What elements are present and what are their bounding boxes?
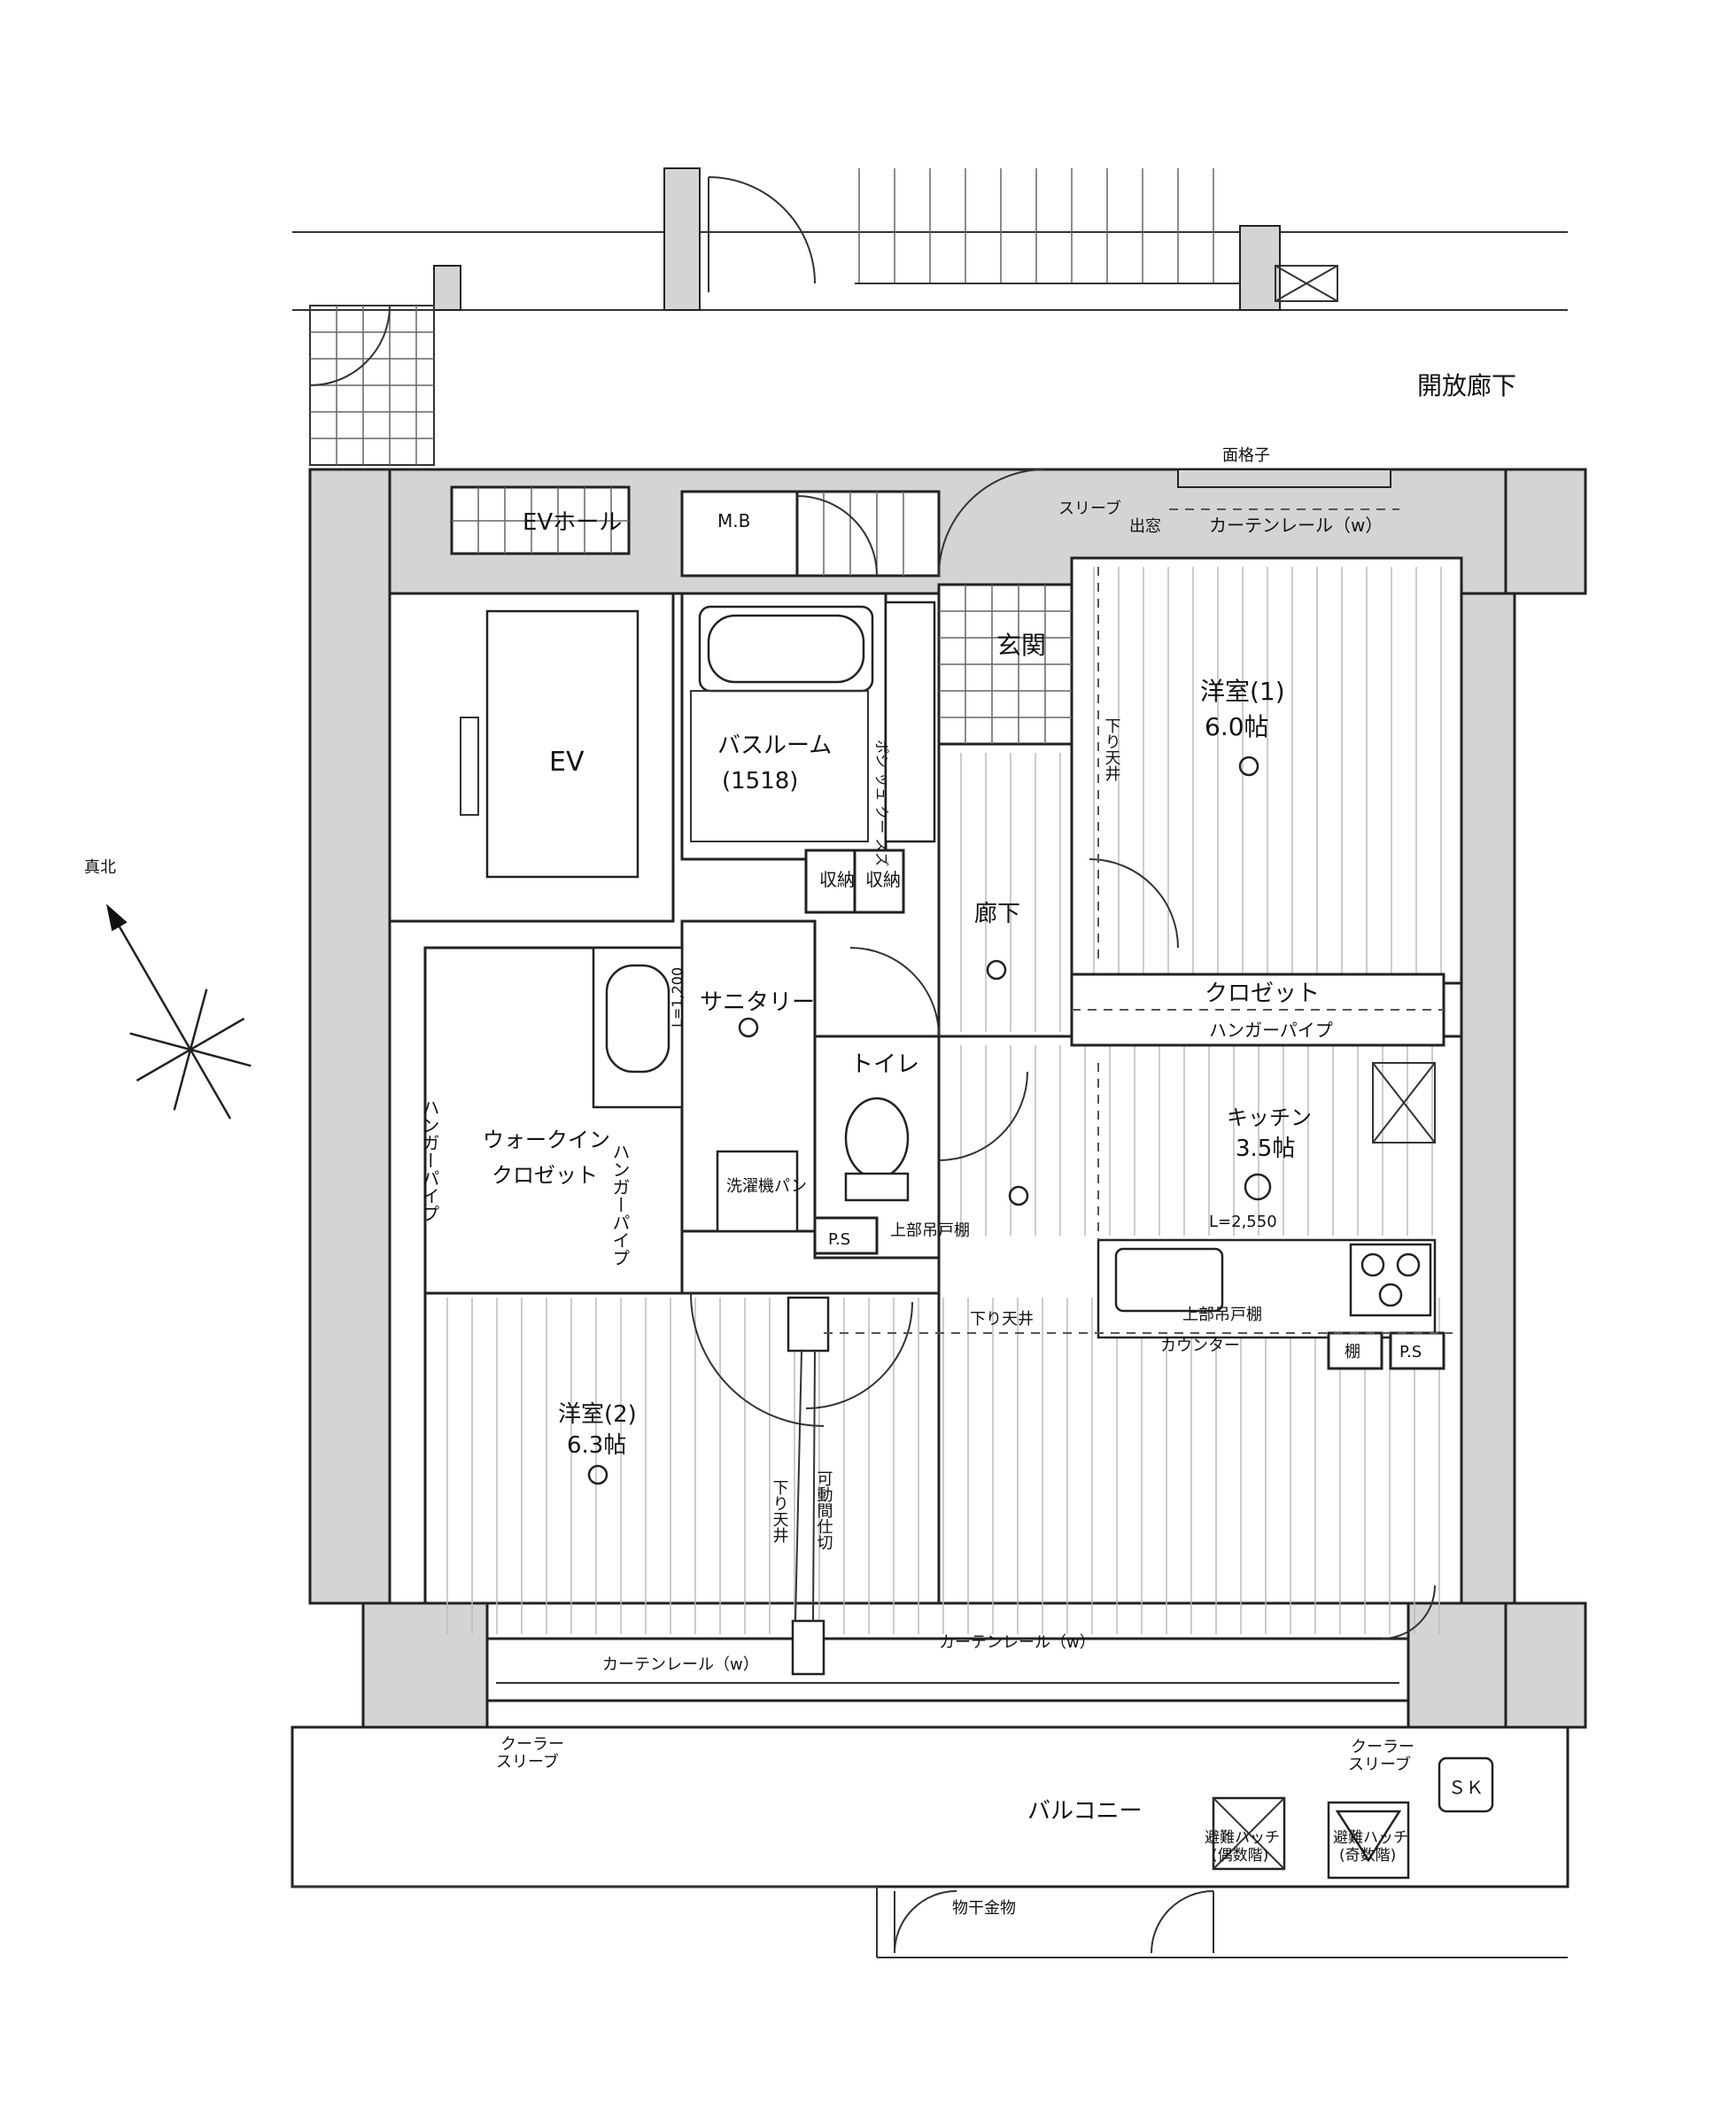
sanitary-length-label: L=1,200 bbox=[669, 967, 686, 1027]
kitchen-size-label: 3.5帖 bbox=[1236, 1136, 1295, 1162]
walk-in-closet-label-2: クロゼット bbox=[492, 1163, 598, 1188]
walk-in-closet-label-1: ウォークイン bbox=[483, 1128, 610, 1152]
western-room-1-size: 6.0帖 bbox=[1205, 712, 1269, 741]
western-room-1-name: 洋室(1) bbox=[1200, 677, 1285, 706]
curtain-rail-top-label: カーテンレール（w） bbox=[1209, 515, 1383, 536]
western-room-2-size: 6.3帖 bbox=[567, 1432, 626, 1459]
partition-bottom bbox=[791, 1619, 825, 1676]
cooler-sleeve-left-label-2: スリーブ bbox=[496, 1752, 559, 1772]
upper-cabinet-1-label: 上部吊戸棚 bbox=[890, 1221, 970, 1240]
cooler-sleeve-right-label-1: クーラー bbox=[1351, 1738, 1414, 1756]
storage-1-label: 収納 bbox=[819, 869, 855, 890]
bathroom-size-label: (1518) bbox=[722, 768, 798, 795]
evac-hatch-1-label-a: 避難ハッチ bbox=[1205, 1829, 1280, 1847]
partition-top bbox=[787, 1296, 830, 1353]
cooler-sleeve-left-label-1: クーラー bbox=[500, 1735, 564, 1754]
hanger-pipe-left-label: ハンガーパイプ bbox=[419, 1098, 440, 1222]
kitchen-sink bbox=[1114, 1247, 1224, 1313]
ceiling-light-icons bbox=[587, 756, 1272, 1485]
ps-box-1 bbox=[813, 1216, 879, 1255]
open-corridor-label: 開放廊下 bbox=[1417, 371, 1516, 400]
lowered-ceiling-1-label: 下り天井 bbox=[1103, 717, 1121, 781]
bathroom-name-label: バスルーム bbox=[717, 733, 832, 759]
true-north-label: 真北 bbox=[84, 858, 116, 877]
ps-2-label: P.S bbox=[1399, 1343, 1422, 1361]
shelf-label: 棚 bbox=[1345, 1343, 1360, 1361]
laundry-hanger-label: 物干金物 bbox=[952, 1899, 1016, 1918]
floor-texture bbox=[446, 567, 1442, 1634]
washer-pan bbox=[716, 1150, 799, 1233]
curtain-rail-right-label: カーテンレール（w） bbox=[939, 1633, 1096, 1652]
shoe-box bbox=[884, 601, 936, 843]
storage-2-label: 収納 bbox=[865, 869, 901, 890]
western-room-2 bbox=[423, 1291, 941, 1605]
true-north-compass-icon bbox=[106, 903, 252, 1120]
pos-box-label: ポシ ッュ クー スズ bbox=[873, 740, 890, 866]
lattice-label: 面格子 bbox=[1222, 446, 1270, 465]
sk-sink bbox=[1438, 1756, 1494, 1813]
washer-pan-label: 洗濯機パン bbox=[726, 1177, 807, 1196]
kitchen-length-label: L=2,550 bbox=[1209, 1213, 1277, 1231]
lowered-ceiling-2-label: 下り天井 bbox=[970, 1310, 1034, 1329]
curtain-rail-left-label: カーテンレール（w） bbox=[602, 1655, 759, 1674]
shelf-box bbox=[1327, 1331, 1383, 1370]
balcony-structure bbox=[291, 1725, 1569, 1958]
toilet-label: トイレ bbox=[850, 1051, 919, 1078]
entrance-label: 玄関 bbox=[996, 631, 1046, 660]
sleeve-top-label: スリーブ bbox=[1058, 499, 1121, 518]
mb-tile bbox=[795, 490, 941, 578]
mb-closet bbox=[680, 490, 799, 578]
hallway-label: 廊下 bbox=[974, 901, 1020, 927]
kitchen-name-label: キッチン bbox=[1227, 1105, 1312, 1130]
gas-stove bbox=[1349, 1243, 1432, 1317]
western-room-2-name: 洋室(2) bbox=[558, 1401, 637, 1428]
balcony-label: バルコニー bbox=[1027, 1798, 1142, 1825]
movable-partition-label: 可動間仕切 bbox=[815, 1470, 833, 1550]
ev-label: EV bbox=[549, 747, 585, 778]
window-label: 出窓 bbox=[1129, 517, 1161, 536]
mb-label: M.B bbox=[717, 510, 750, 531]
hanger-pipe-closet-label: ハンガーパイプ bbox=[1209, 1019, 1333, 1041]
evac-hatch-1-label-b: (偶数階) bbox=[1212, 1847, 1268, 1865]
toilet-bowl bbox=[844, 1097, 910, 1180]
elevator-car bbox=[485, 609, 639, 879]
closet-label: クロゼット bbox=[1205, 981, 1320, 1007]
counter-label: カウンター bbox=[1160, 1337, 1240, 1355]
hanger-pipe-wic-label: ハンガーパイプ bbox=[609, 1143, 631, 1267]
storage-box-2 bbox=[853, 849, 905, 914]
evac-hatch-2-label-b: (奇数階) bbox=[1339, 1847, 1396, 1865]
sanitary-label: サニタリー bbox=[700, 989, 815, 1016]
lowered-ceiling-3-label: 下り天井 bbox=[771, 1479, 789, 1543]
evac-hatch-odd bbox=[1327, 1801, 1410, 1880]
western-room-1 bbox=[1070, 556, 1463, 985]
storage-box-1 bbox=[804, 849, 856, 914]
cooler-sleeve-right-label-2: スリーブ bbox=[1348, 1755, 1411, 1774]
sk-label: ＳＫ bbox=[1448, 1777, 1484, 1798]
ps-1-label: P.S bbox=[828, 1230, 850, 1249]
ev-hall-label: EVホール bbox=[523, 509, 622, 536]
upper-cabinet-2-label: 上部吊戸棚 bbox=[1182, 1306, 1262, 1324]
evac-hatch-2-label-a: 避難ハッチ bbox=[1333, 1829, 1408, 1847]
common-corridor-structure bbox=[292, 167, 1568, 466]
